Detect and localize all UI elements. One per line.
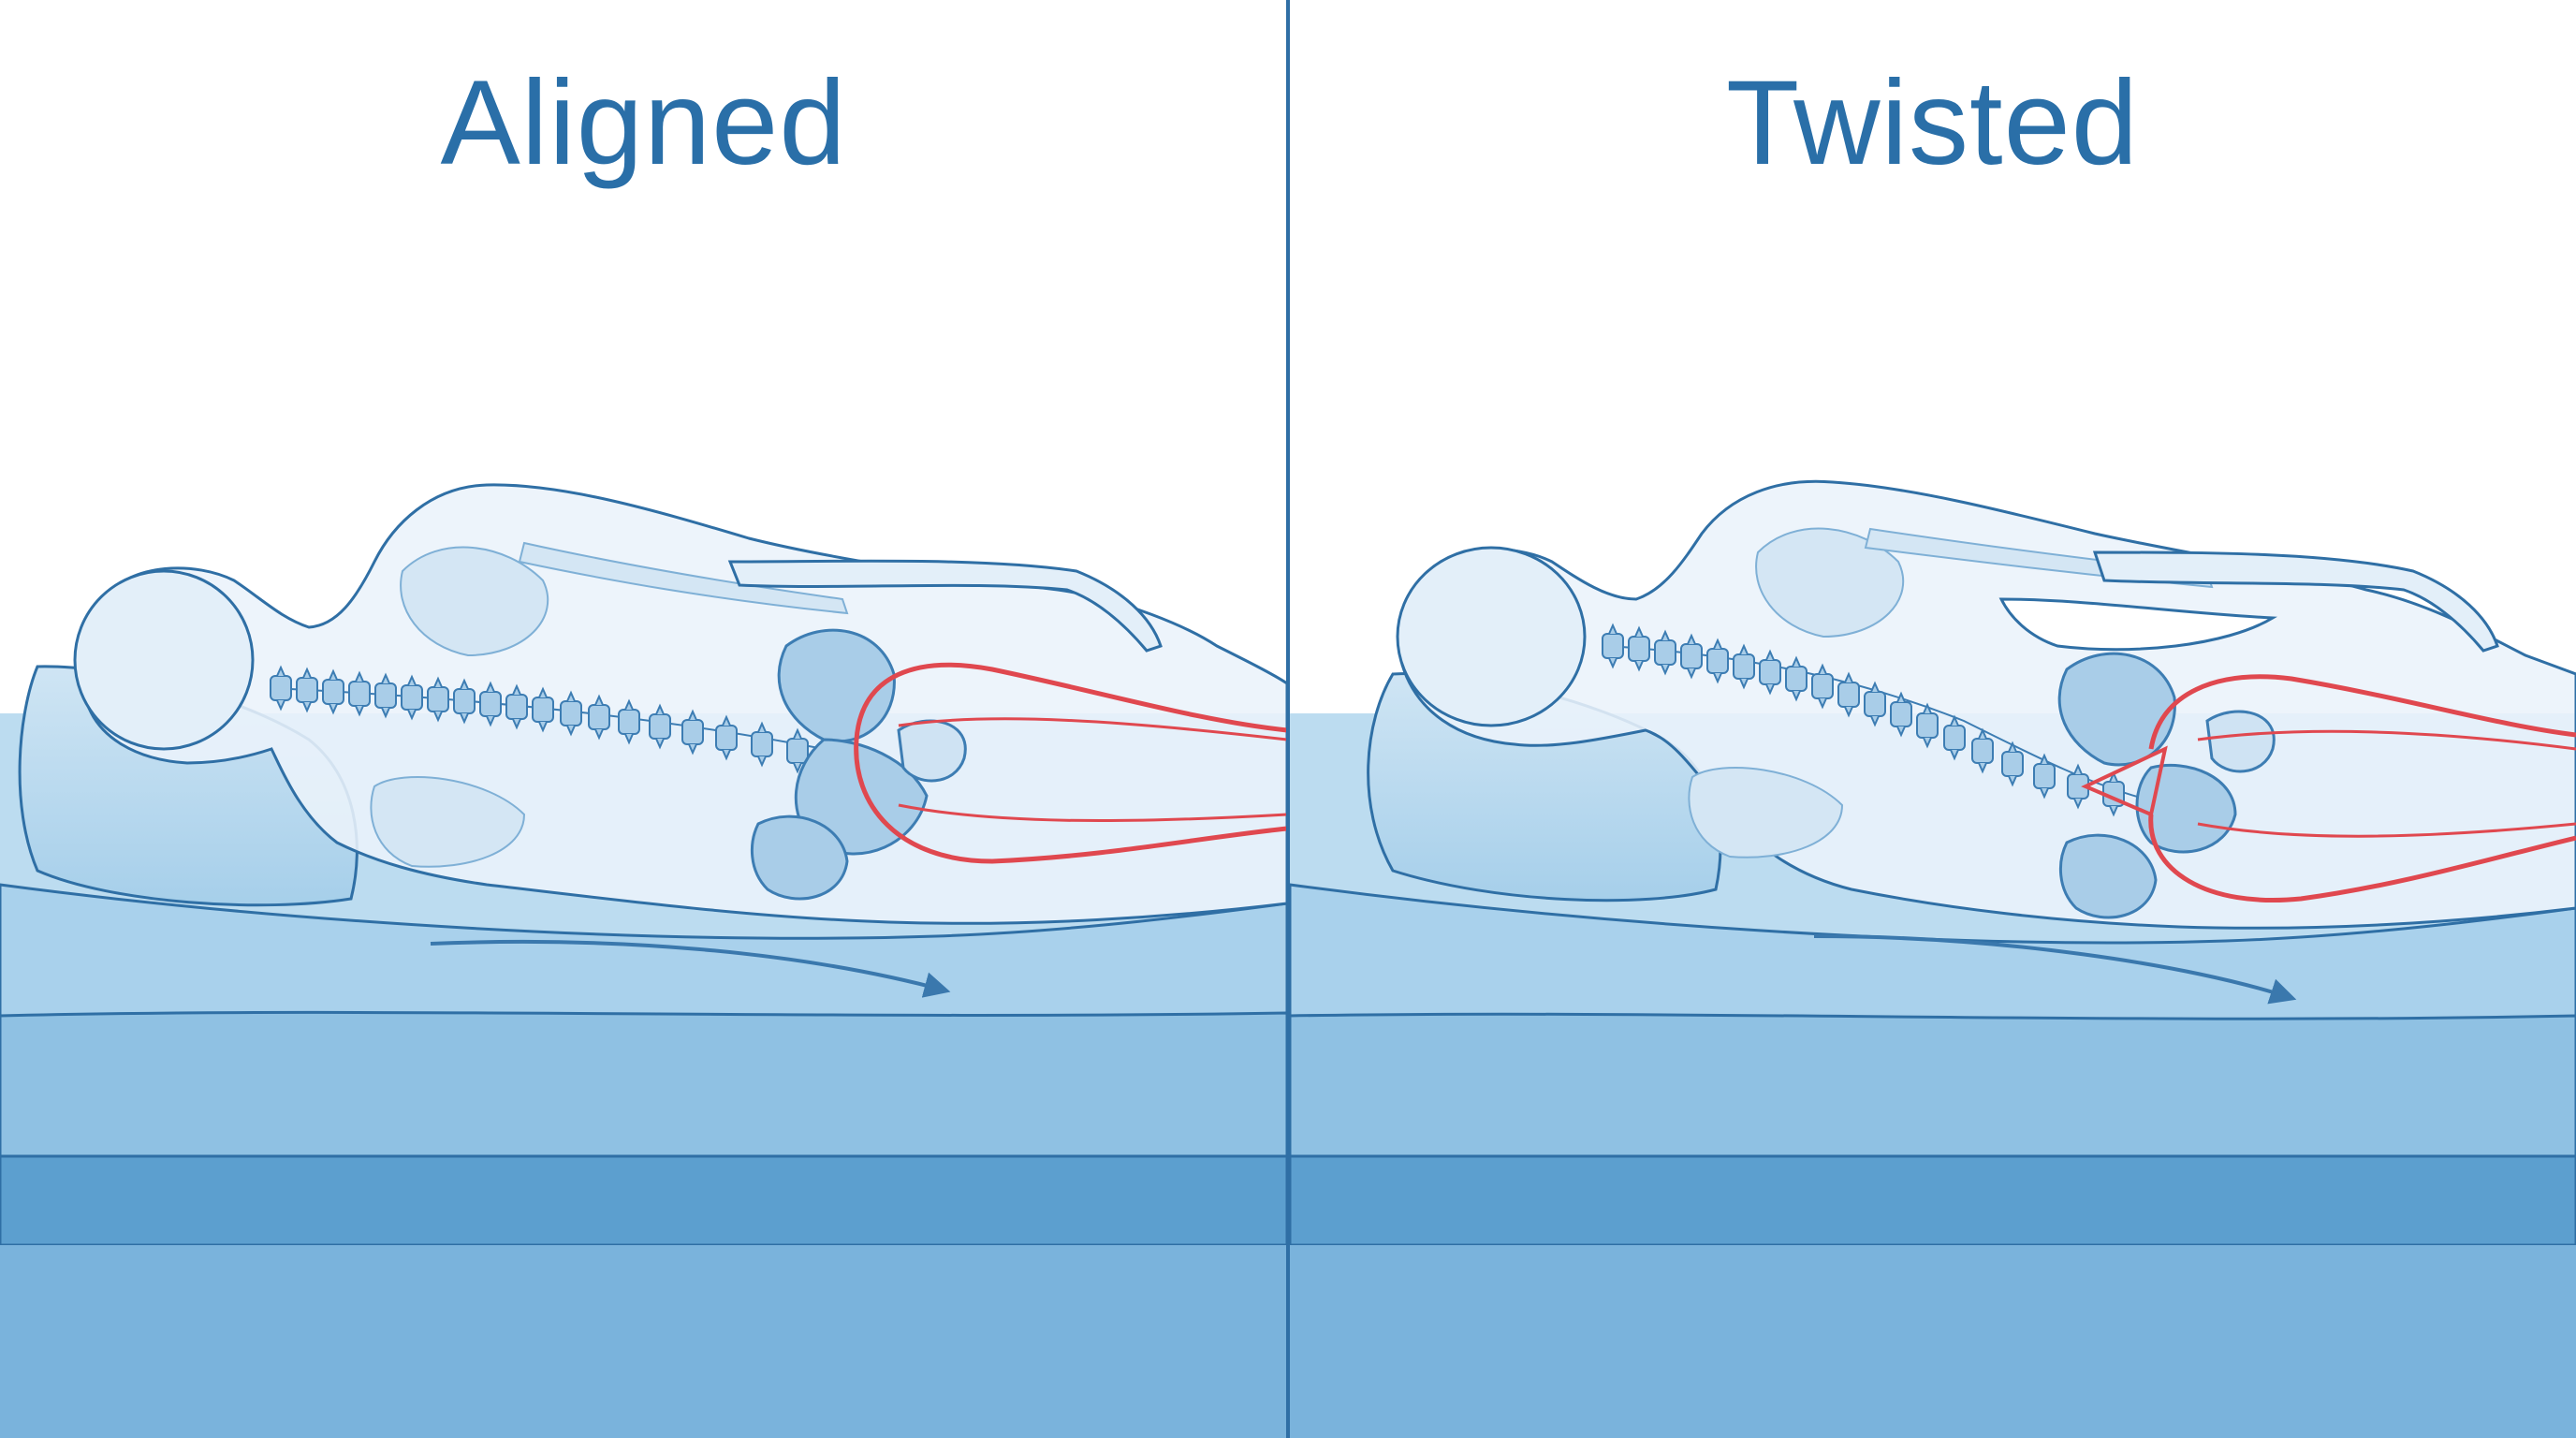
muscle-lines-aligned [854,662,1288,864]
lower-rib [370,776,526,868]
forearm [727,559,1163,653]
lower-rib [1688,767,1844,858]
title-aligned: Aligned [440,56,847,190]
title-twisted: Twisted [1726,56,2139,190]
mattress-base [0,1245,1287,1438]
shoulder-blade [1755,527,1905,638]
mattress-band [1288,1154,2576,1247]
shoulder-blade [400,546,549,657]
mattress-band [0,1154,1289,1247]
head [1396,546,1587,727]
panel-twisted [1288,479,2576,1438]
spine-twisted [1602,624,2152,815]
upper-arm-bone [518,541,849,615]
panel-aligned [0,483,1289,1438]
support-arrow [430,939,951,998]
waist-gap [1998,597,2278,652]
mattress-base [1290,1245,2576,1438]
spine-aligned [270,667,825,772]
muscle-lines-twisted [2081,674,2576,902]
pelvis-aligned [750,628,967,901]
forearm [2092,550,2499,653]
head [73,569,255,751]
support-arrow [1813,934,2297,1005]
pelvis-twisted [2057,652,2276,919]
